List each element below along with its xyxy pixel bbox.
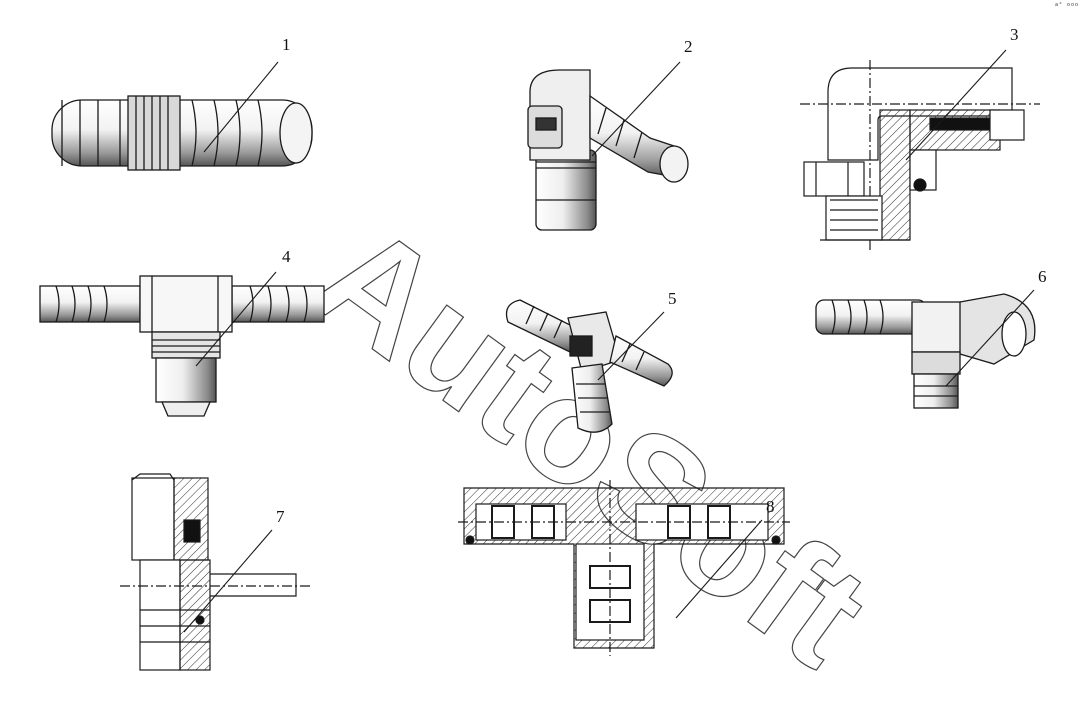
leader-6 xyxy=(945,289,1035,387)
part-3-elbow-section xyxy=(800,60,1040,250)
callout-3: 3 xyxy=(1010,25,1019,44)
callout-8: 8 xyxy=(766,497,775,516)
part-5-tee-perspective xyxy=(505,299,673,433)
callout-2: 2 xyxy=(684,37,693,56)
callout-4: 4 xyxy=(282,247,291,266)
leader-1 xyxy=(203,61,279,153)
leader-7 xyxy=(183,529,273,633)
callout-6: 6 xyxy=(1038,267,1047,286)
leader-5 xyxy=(597,311,665,381)
callout-7: 7 xyxy=(276,507,285,526)
part-2-elbow-connector xyxy=(527,69,689,231)
corner-mark: a° ooo xyxy=(1054,2,1079,8)
part-6-tee-coupling xyxy=(815,293,1036,409)
leader-3 xyxy=(905,49,1007,161)
callout-5: 5 xyxy=(668,289,677,308)
part-7-plug-section xyxy=(120,473,310,671)
part-8-tee-section xyxy=(458,480,790,656)
leader-4 xyxy=(195,271,277,367)
part-1-straight-connector xyxy=(51,95,313,171)
leader-lines xyxy=(183,49,1035,633)
leader-8 xyxy=(675,519,763,619)
leader-2 xyxy=(591,61,681,157)
callout-1: 1 xyxy=(282,35,291,54)
part-4-tee-connector xyxy=(39,275,325,417)
